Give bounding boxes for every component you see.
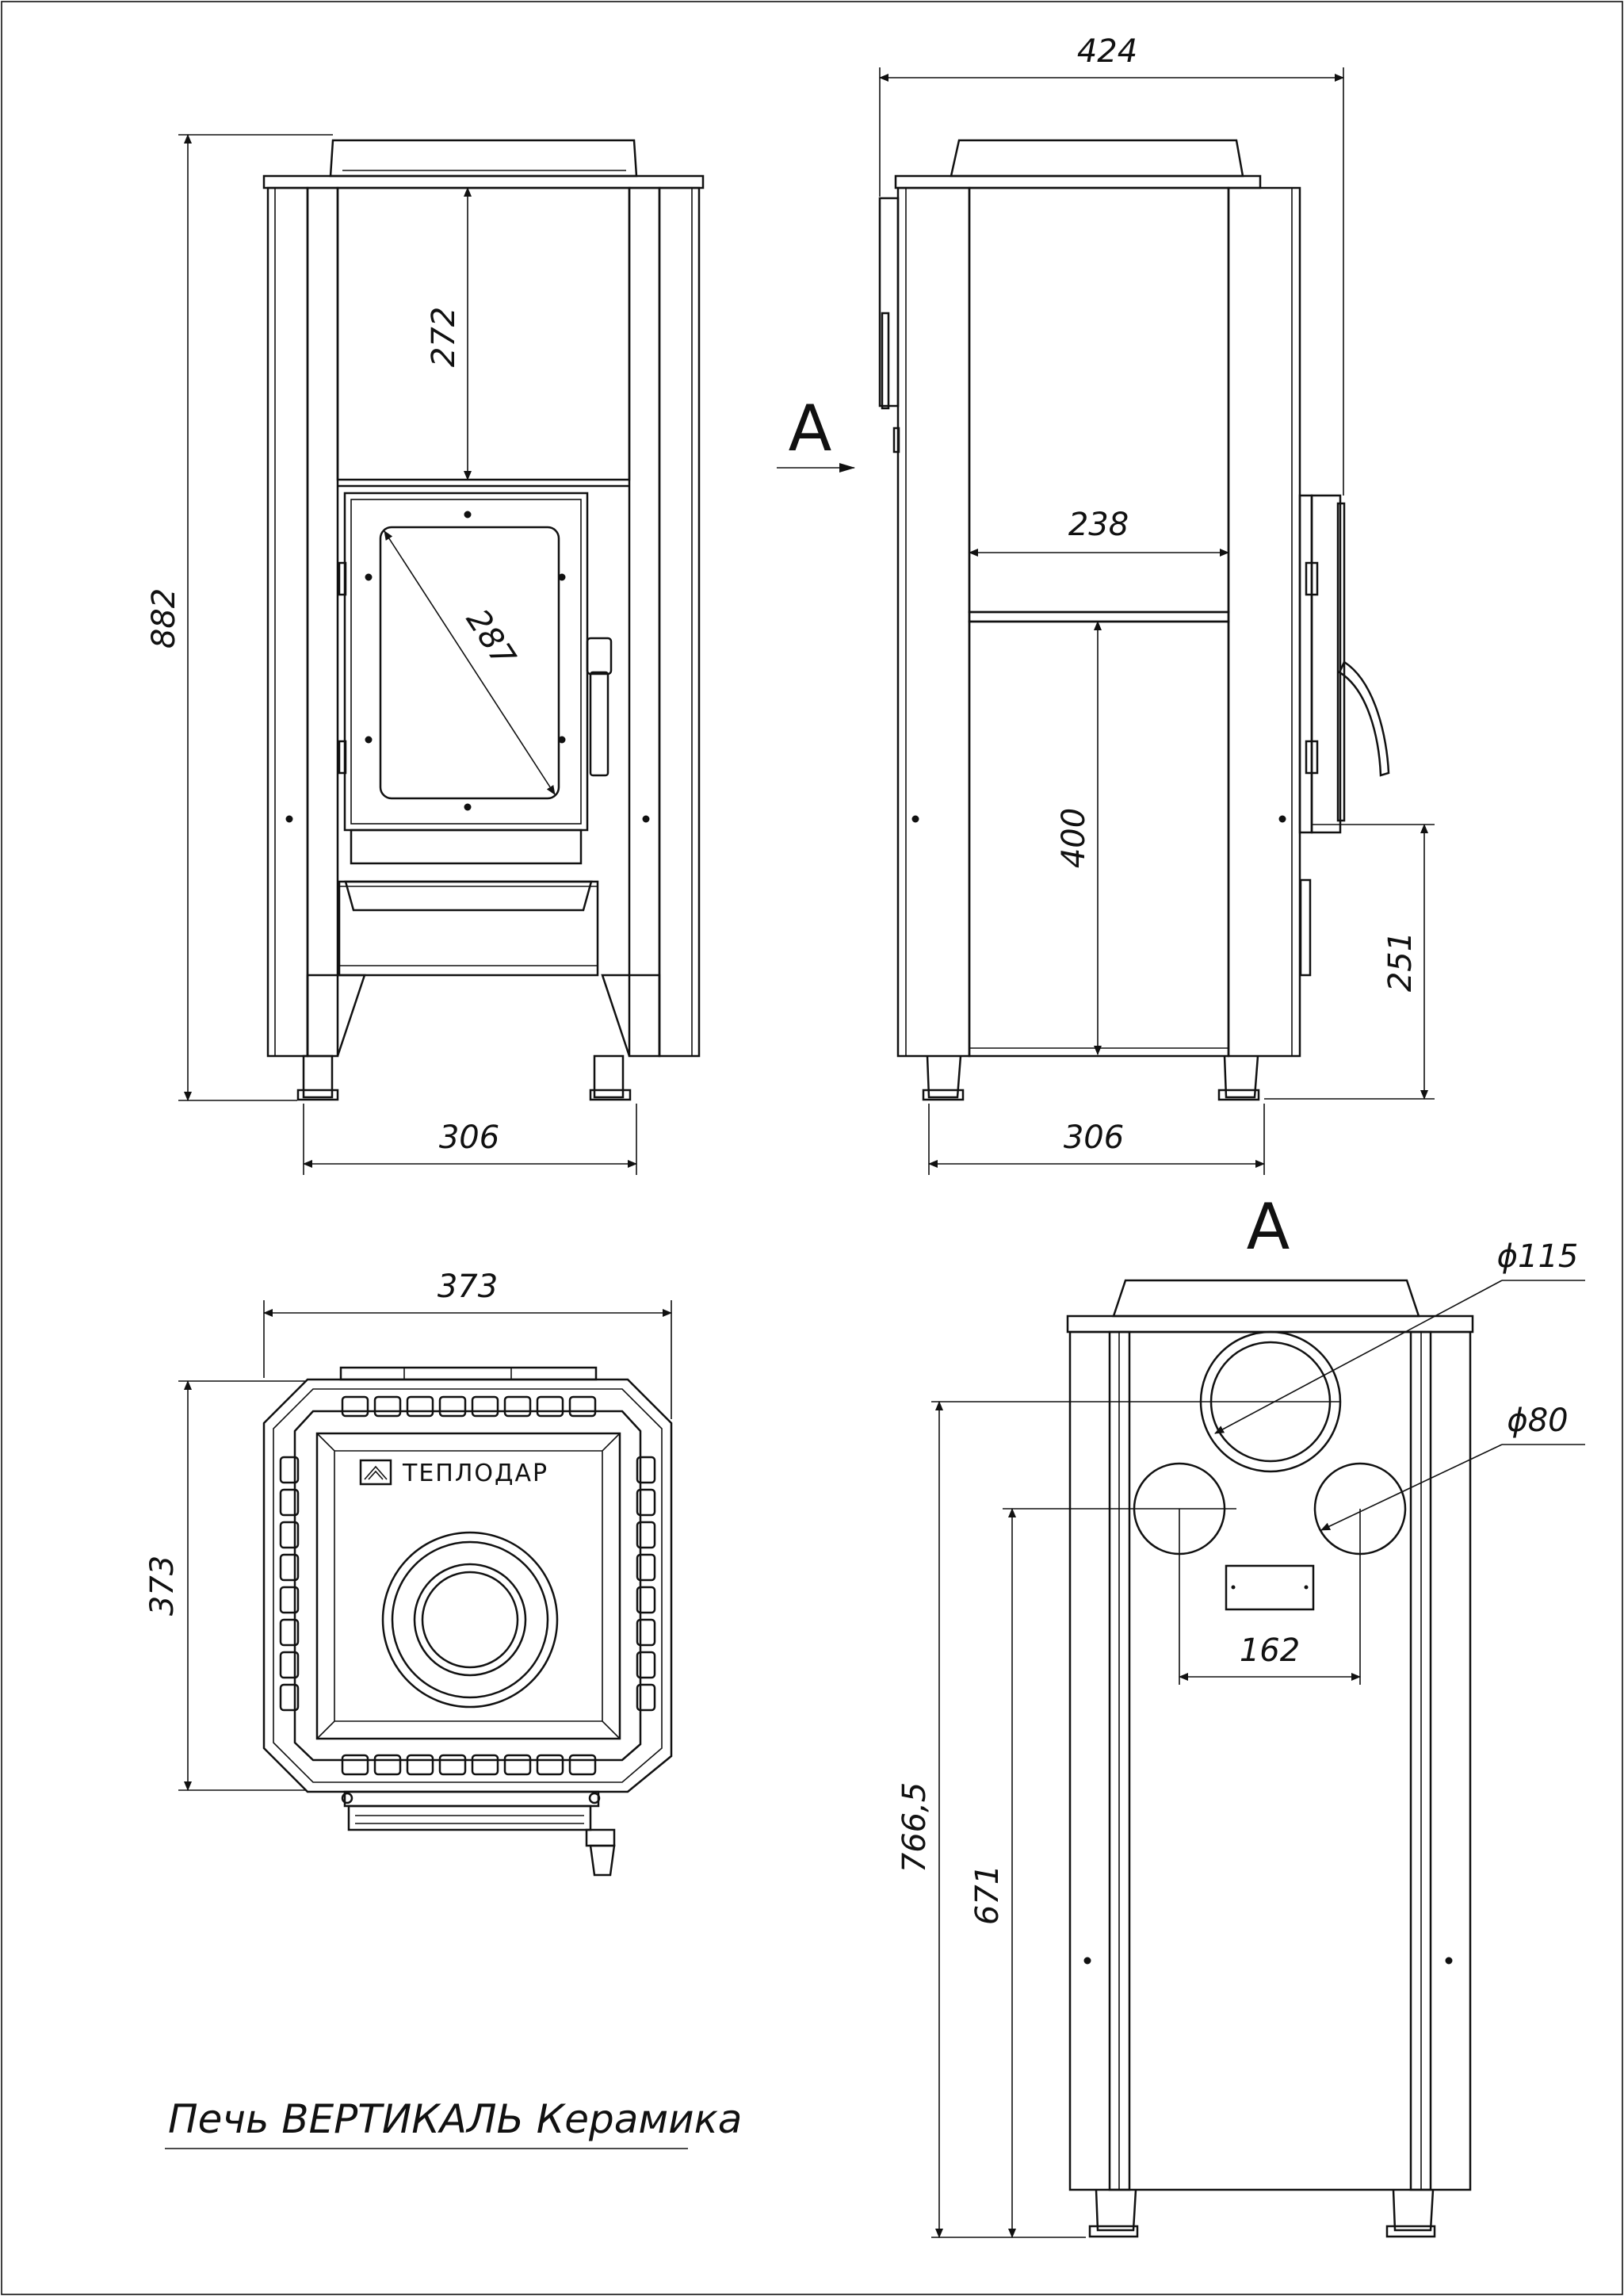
dim-side-inner-width: 238 [1068,507,1129,543]
ceramic-tile [503,1395,532,1418]
ceramic-tile [636,1521,656,1549]
ceramic-tile [279,1618,300,1647]
dim-port-height: 671 [969,1865,1006,1925]
ceramic-tile [503,1754,532,1776]
dim-flue-height: 766,5 [896,1782,933,1873]
ceramic-tile [471,1395,499,1418]
ceramic-tile [636,1456,656,1484]
ceramic-tile [406,1395,434,1418]
ceramic-tile [279,1488,300,1517]
ceramic-tile [341,1395,369,1418]
ceramic-tile [341,1754,369,1776]
ceramic-tile [536,1754,564,1776]
ceramic-tile [636,1586,656,1614]
dim-top-depth: 373 [144,1556,181,1616]
front-view: 882 272 287 306 [146,134,705,1175]
dim-flue-diameter: ϕ115 [1497,1238,1579,1275]
ceramic-tile [636,1553,656,1582]
dim-side-lower-height: 400 [1056,808,1092,868]
top-view: ТЕПЛОДАР 373 373 [144,1269,673,1877]
dim-side-overall-width: 424 [1077,33,1137,70]
back-view-a: А ϕ115 ϕ80 [896,1190,1585,2238]
dim-top-width: 373 [438,1269,498,1305]
dim-port-diameter: ϕ80 [1507,1402,1568,1439]
side-view: А 424 238 400 251 306 [777,33,1435,1175]
ceramic-tile [438,1395,467,1418]
ceramic-tile [279,1456,300,1484]
ceramic-tile [471,1754,499,1776]
ceramic-tile [536,1395,564,1418]
ceramic-tile [373,1754,402,1776]
brand-logo: ТЕПЛОДАР [402,1460,548,1487]
ceramic-tile [279,1521,300,1549]
ceramic-tile [373,1395,402,1418]
ceramic-tile [568,1754,597,1776]
dim-front-upper-height: 272 [426,307,462,367]
view-marker-a-side: А [789,392,832,465]
ceramic-tile [438,1754,467,1776]
dim-side-base-width: 306 [1064,1119,1124,1156]
ceramic-tile [636,1488,656,1517]
ceramic-tile [636,1651,656,1679]
ceramic-tile [636,1618,656,1647]
dim-front-base-width: 306 [439,1119,499,1156]
ceramic-tile [279,1586,300,1614]
drawing-title: Печь ВЕРТИКАЛЬ Керамика [168,2096,742,2142]
dim-front-height: 882 [146,588,182,649]
ceramic-tile [406,1754,434,1776]
dim-door-bottom-height: 251 [1382,932,1419,992]
dim-glass-diagonal: 287 [459,603,522,674]
dim-port-spacing: 162 [1240,1632,1300,1669]
view-marker-a-back: А [1247,1190,1290,1264]
ceramic-tile [568,1395,597,1418]
ceramic-tile [279,1651,300,1679]
ceramic-tile [636,1683,656,1712]
ceramic-tile [279,1683,300,1712]
ceramic-tile [279,1553,300,1582]
